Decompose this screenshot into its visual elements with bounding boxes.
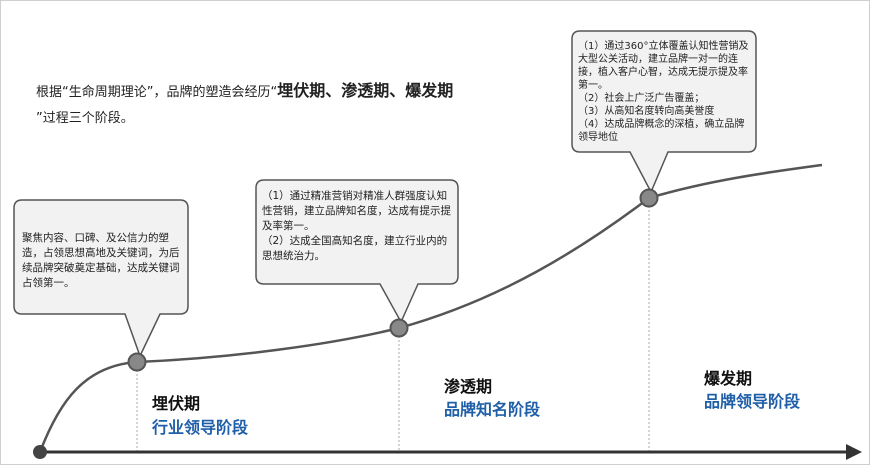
- start-node: [33, 445, 47, 459]
- bubble-1-text: 聚焦内容、口碑、及公信力的塑造，占领思想高地及关键词，为后续品牌突破奠定基础，达…: [22, 232, 180, 289]
- phase-3-sub: 品牌领导阶段: [704, 392, 801, 411]
- node-2: [389, 318, 409, 338]
- bubble-3: [571, 30, 757, 194]
- intro-suffix: ”过程三个阶段。: [36, 111, 134, 126]
- phase-1-name: 埋伏期: [152, 394, 201, 413]
- phase-2-name: 渗透期: [444, 377, 493, 396]
- intro-prefix: 根据“生命周期理论”，品牌的塑造会经历“: [36, 85, 278, 100]
- phase-2-sub: 品牌知名阶段: [444, 400, 541, 419]
- bubble-2: [255, 179, 459, 324]
- bubble-2-text: （1）通过精准营销对精准人群强度认知性营销，建立品牌知名度，达成有提示提及率第一…: [262, 190, 451, 262]
- node-3: [639, 188, 659, 208]
- phase-3-name: 爆发期: [704, 369, 753, 388]
- axis-arrow-icon: [846, 444, 862, 460]
- intro-highlight: 埋伏期、渗透期、爆发期: [277, 81, 454, 100]
- bubble-3-text: （1）通过360°立体覆盖认知性营销及大型公关活动，建立品牌一对一的连接，植入客…: [578, 41, 749, 143]
- phase-1-sub: 行业领导阶段: [152, 418, 249, 437]
- intro-text: 根据“生命周期理论”，品牌的塑造会经历“埋伏期、渗透期、爆发期 ”过程三个阶段。: [36, 78, 516, 132]
- node-1: [127, 352, 147, 372]
- bubble-1: [13, 199, 189, 358]
